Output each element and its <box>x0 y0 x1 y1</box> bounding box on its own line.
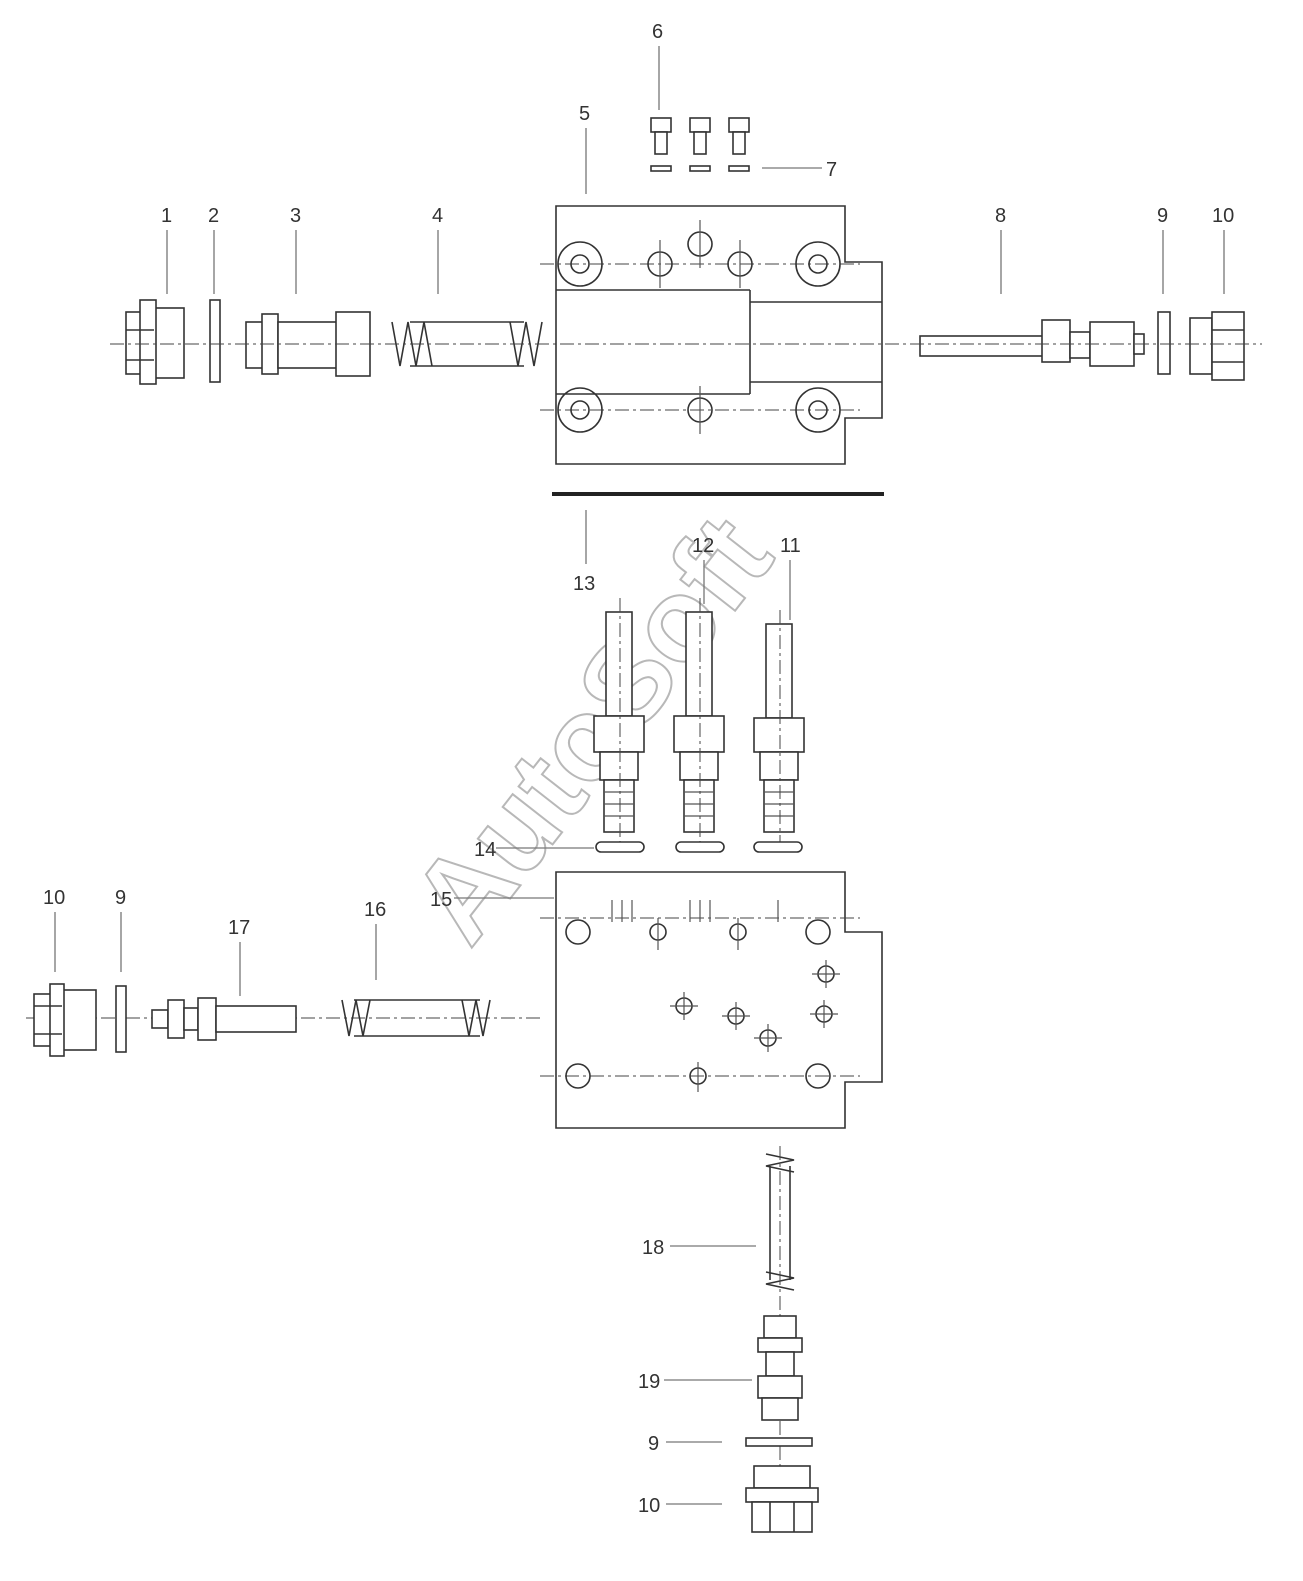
label-7: 7 <box>826 159 837 181</box>
label-9-left: 9 <box>115 887 126 909</box>
label-8: 8 <box>995 205 1006 227</box>
part-10-plug-top <box>1189 311 1245 381</box>
part-15-lower-block <box>540 871 883 1129</box>
part-17-plunger <box>151 997 297 1041</box>
label-9-bottom: 9 <box>648 1433 659 1455</box>
label-18: 18 <box>642 1237 664 1259</box>
label-16: 16 <box>364 899 386 921</box>
label-12: 12 <box>692 535 714 557</box>
part-1-plug <box>125 299 185 385</box>
label-6: 6 <box>652 21 663 43</box>
part-19-sleeve <box>757 1315 803 1421</box>
label-3: 3 <box>290 205 301 227</box>
label-19: 19 <box>638 1371 660 1393</box>
label-13: 13 <box>573 573 595 595</box>
label-2: 2 <box>208 205 219 227</box>
label-11: 11 <box>780 535 801 557</box>
label-9-top: 9 <box>1157 205 1168 227</box>
part-9-washer-bottom <box>745 1437 813 1447</box>
label-5: 5 <box>579 103 590 125</box>
cartridge-valves <box>593 598 805 846</box>
part-labels: 1 2 3 4 5 6 7 8 9 10 13 12 11 14 15 10 9… <box>43 21 1234 1517</box>
part-10-plug-left <box>33 983 97 1057</box>
part-8-plunger <box>919 319 1145 367</box>
label-10-bottom: 10 <box>638 1495 660 1517</box>
label-10-top: 10 <box>1212 205 1234 227</box>
label-1: 1 <box>161 205 172 227</box>
part-16-spring <box>341 999 491 1037</box>
label-10-left: 10 <box>43 887 65 909</box>
part-10-plug-bottom <box>745 1465 819 1533</box>
part-6-screws <box>650 117 750 155</box>
leader-lines <box>54 46 1225 1505</box>
part-9-washer-top <box>1157 311 1171 375</box>
label-17: 17 <box>228 917 250 939</box>
part-9-washer-left <box>115 985 127 1053</box>
part-5-valve-block <box>540 205 883 465</box>
label-4: 4 <box>432 205 443 227</box>
label-14: 14 <box>474 839 496 861</box>
label-15: 15 <box>430 889 452 911</box>
part-14-orings <box>595 841 803 853</box>
part-2-washer <box>209 299 221 383</box>
part-7-washers <box>650 165 750 172</box>
